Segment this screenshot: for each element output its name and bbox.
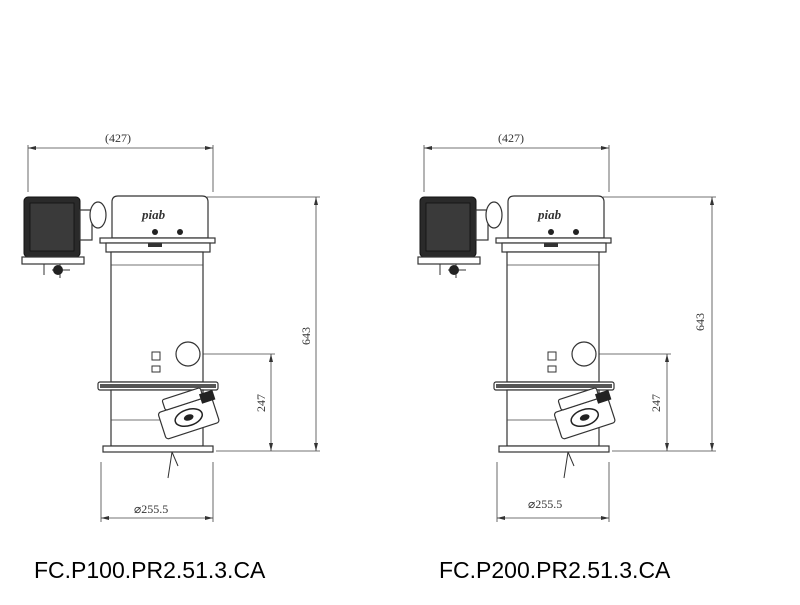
dim-width-label: (427) (498, 131, 524, 145)
dim-inlet-height-label: 247 (254, 394, 268, 412)
drawing-left: (427) 643 247 ⌀255.5 piab (21, 131, 321, 523)
dim-inlet-height-label: 247 (649, 394, 663, 412)
dim-height-label: 643 (299, 327, 313, 345)
dim-width-label: (427) (105, 131, 131, 145)
dim-diameter-label: ⌀255.5 (528, 497, 562, 511)
dim-diameter-label: ⌀255.5 (134, 502, 168, 516)
model-code-right: FC.P200.PR2.51.3.CA (439, 557, 671, 583)
piab-logo: piab (141, 207, 166, 222)
model-code-left: FC.P100.PR2.51.3.CA (34, 557, 266, 583)
dim-height-label: 643 (693, 313, 707, 331)
piab-logo: piab (537, 207, 562, 222)
drawing-right: (427) 643 247 ⌀255.5 piab (417, 131, 717, 523)
